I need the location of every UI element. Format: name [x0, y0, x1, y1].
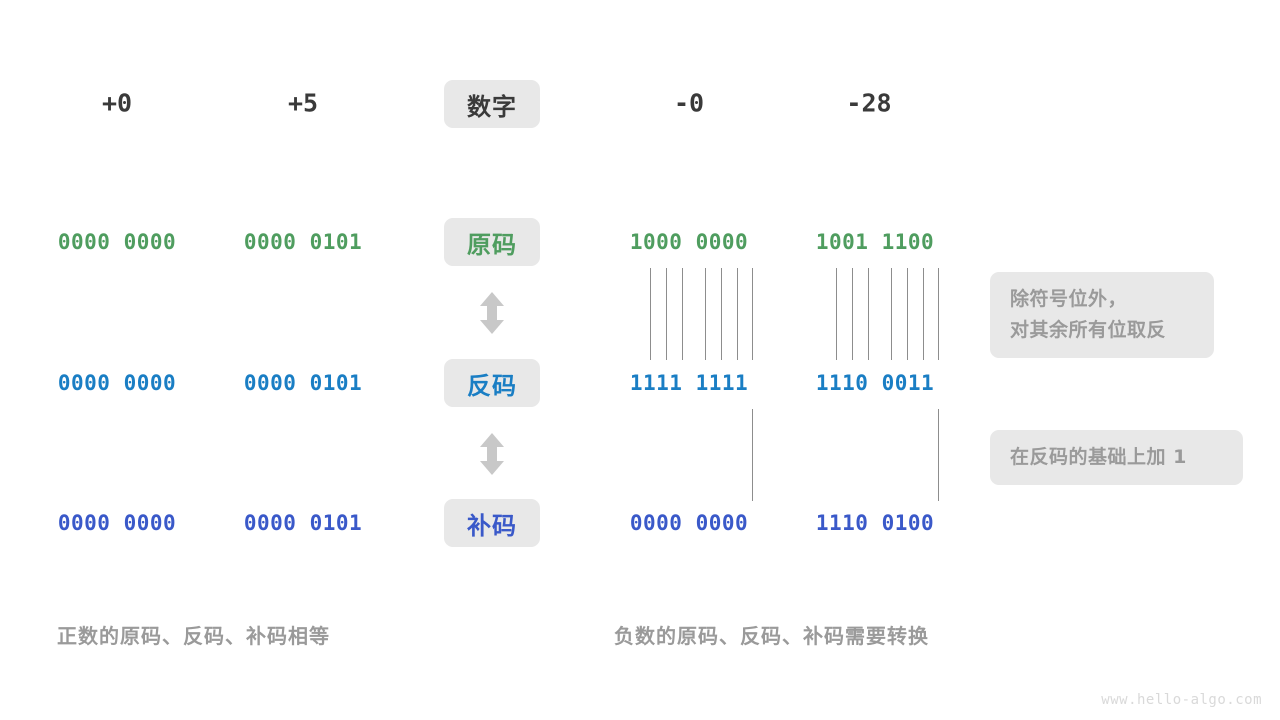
- connector-line: [938, 409, 939, 501]
- header-minus-zero: -0: [673, 88, 705, 118]
- row-label-sign-magnitude: 原码: [444, 218, 540, 266]
- connector-line: [868, 268, 869, 360]
- twos-complement-minus-zero: 0000 0000: [629, 511, 749, 535]
- connector-line: [682, 268, 683, 360]
- connector-line: [752, 409, 753, 501]
- double-arrow-up-down-icon: [480, 433, 504, 475]
- note-invert-line1: 除符号位外，: [1010, 288, 1128, 310]
- connector-line: [705, 268, 706, 360]
- header-plus-five: +5: [287, 88, 319, 118]
- connector-line: [907, 268, 908, 360]
- double-arrow-up-down-icon: [480, 292, 504, 334]
- ones-complement-plus-five: 0000 0101: [243, 371, 363, 395]
- connector-line: [721, 268, 722, 360]
- caption-positive-numbers: 正数的原码、反码、补码相等: [57, 624, 330, 648]
- ones-complement-minus-twentyeight: 1110 0011: [815, 371, 935, 395]
- header-minus-twentyeight: -28: [846, 88, 892, 118]
- caption-negative-numbers: 负数的原码、反码、补码需要转换: [614, 624, 929, 648]
- twos-complement-plus-five: 0000 0101: [243, 511, 363, 535]
- sign-magnitude-minus-zero: 1000 0000: [629, 230, 749, 254]
- row-label-twos-complement: 补码: [444, 499, 540, 547]
- sign-magnitude-minus-twentyeight: 1001 1100: [815, 230, 935, 254]
- sign-magnitude-plus-zero: 0000 0000: [57, 230, 177, 254]
- row-label-ones-complement: 反码: [444, 359, 540, 407]
- connector-line: [666, 268, 667, 360]
- connector-line: [923, 268, 924, 360]
- twos-complement-minus-twentyeight: 1110 0100: [815, 511, 935, 535]
- ones-complement-minus-zero: 1111 1111: [629, 371, 749, 395]
- connector-line: [938, 268, 939, 360]
- connector-line: [891, 268, 892, 360]
- connector-line: [836, 268, 837, 360]
- note-invert-bits: 除符号位外， 对其余所有位取反: [990, 272, 1214, 358]
- note-invert-line2: 对其余所有位取反: [1010, 319, 1167, 341]
- connector-line: [650, 268, 651, 360]
- watermark-url: www.hello-algo.com: [1101, 692, 1262, 708]
- row-label-number: 数字: [444, 80, 540, 128]
- ones-complement-plus-zero: 0000 0000: [57, 371, 177, 395]
- connector-line: [752, 268, 753, 360]
- header-plus-zero: +0: [101, 88, 133, 118]
- note-add-one: 在反码的基础上加 1: [990, 430, 1243, 485]
- sign-magnitude-plus-five: 0000 0101: [243, 230, 363, 254]
- connector-line: [737, 268, 738, 360]
- connector-line: [852, 268, 853, 360]
- twos-complement-plus-zero: 0000 0000: [57, 511, 177, 535]
